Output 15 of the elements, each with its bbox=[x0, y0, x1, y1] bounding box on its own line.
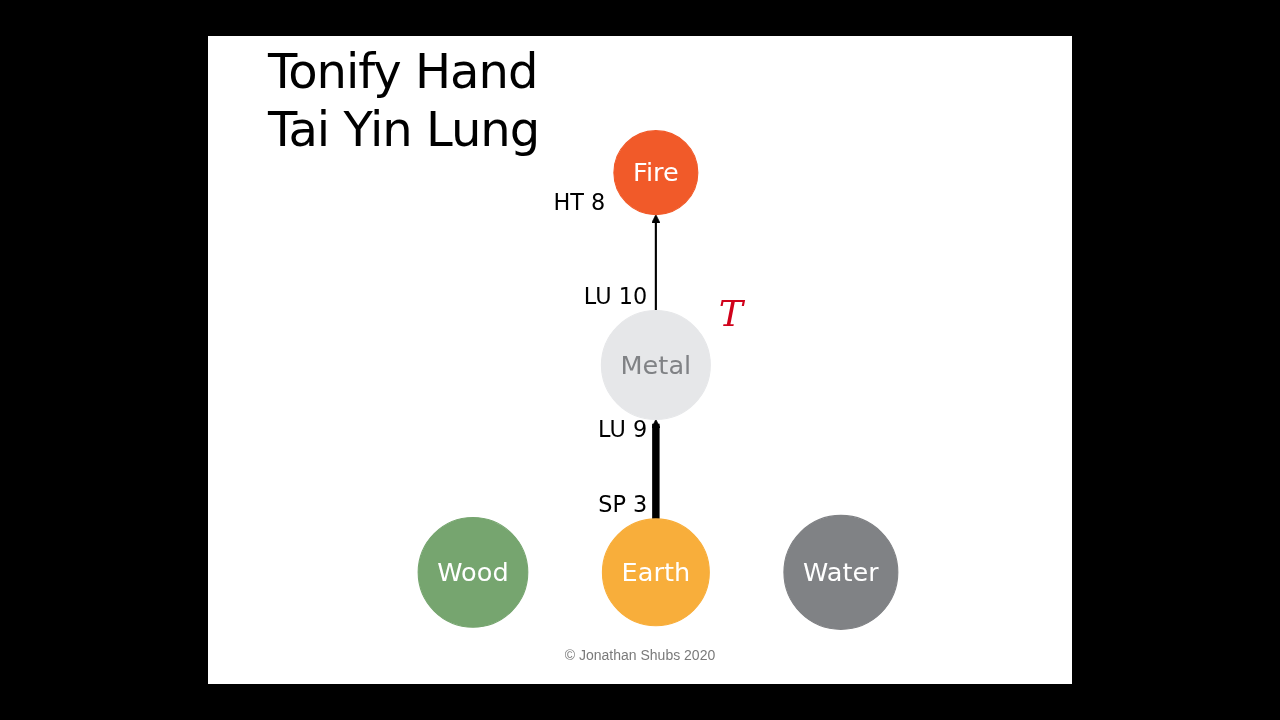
slide-background: Tonify Hand Tai Yin Lung Fire Wood Earth Water Metal HT 8 LU 10 T LU 9 SP 3 © Jonathan Shubs 2020 bbox=[208, 36, 1072, 684]
arrow bbox=[651, 419, 661, 519]
node-circle bbox=[783, 514, 899, 630]
copyright-caption: © Jonathan Shubs 2020 bbox=[564, 647, 716, 663]
point-label: SP 3 bbox=[598, 491, 648, 518]
node-circle bbox=[601, 518, 710, 627]
arrow bbox=[651, 214, 661, 311]
point-label: HT 8 bbox=[553, 189, 606, 216]
node-circle bbox=[613, 130, 699, 216]
handwritten-mark: T bbox=[718, 291, 744, 335]
point-label: LU 10 bbox=[583, 283, 648, 309]
title: Tonify Hand Tai Yin Lung bbox=[268, 42, 541, 158]
point-label: LU 9 bbox=[598, 415, 648, 442]
node-circle bbox=[600, 310, 711, 421]
node-circle bbox=[417, 517, 529, 628]
